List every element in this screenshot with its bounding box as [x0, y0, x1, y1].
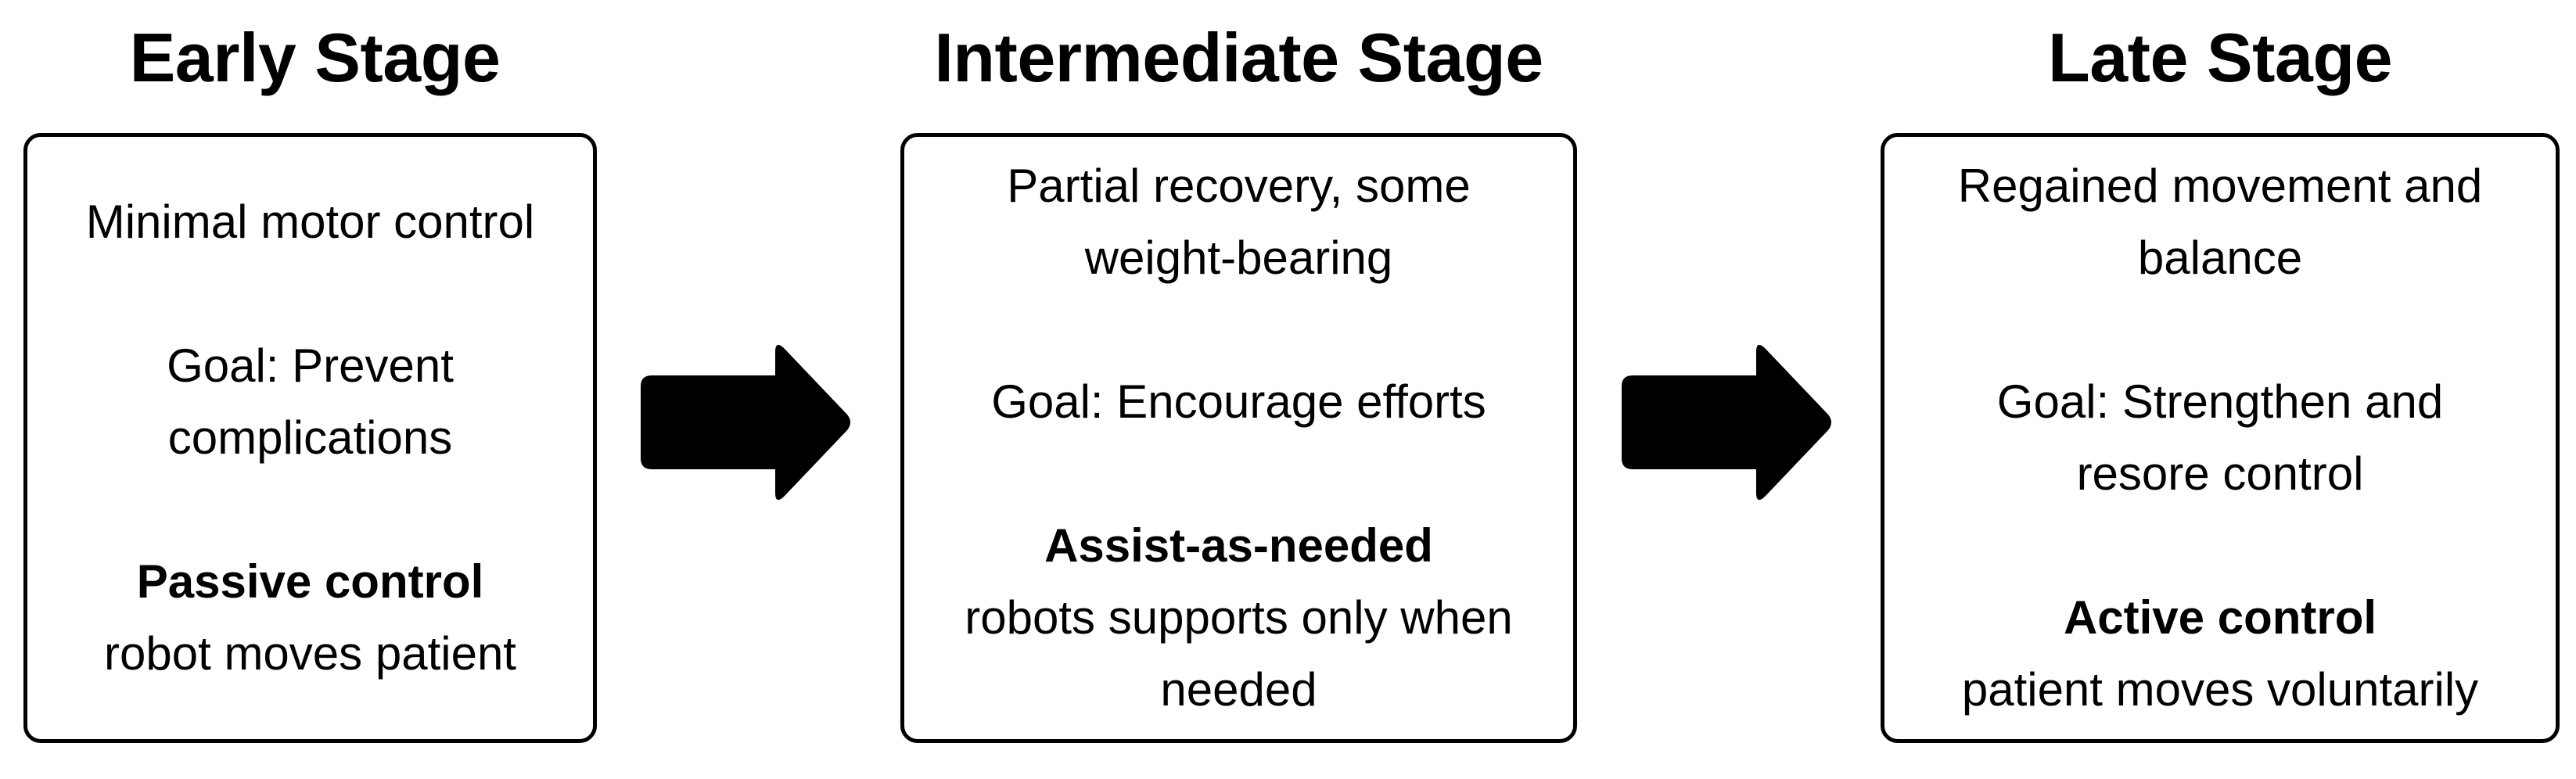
control-mode-title: Assist-as-needed: [1044, 519, 1433, 572]
control-mode-description: robot moves patient: [104, 627, 516, 680]
condition-line: weight-bearing: [1084, 232, 1393, 284]
goal-line: Goal: Strengthen and: [1996, 375, 2444, 428]
condition-line: Partial recovery, some: [1007, 160, 1471, 212]
condition-line: balance: [2137, 232, 2303, 284]
goal-line: Goal: Encourage efforts: [991, 375, 1486, 428]
right-arrow-icon: [641, 344, 850, 501]
control-mode-description: patient moves voluntarily: [1961, 663, 2479, 716]
stage-title-intermediate: Intermediate Stage: [934, 19, 1543, 96]
stage-box-intermediate: Partial recovery, some weight-bearing Go…: [900, 133, 1577, 743]
control-mode-title: Active control: [2063, 591, 2377, 644]
control-mode-title: Passive control: [136, 555, 484, 608]
stage-title-late: Late Stage: [2047, 19, 2393, 96]
control-mode-description: robots supports only when: [965, 591, 1513, 644]
goal-line: complications: [167, 411, 453, 464]
condition-line: Regained movement and: [1957, 160, 2483, 212]
condition-line: Minimal motor control: [85, 196, 535, 248]
stage-box-late: Regained movement and balance Goal: Stre…: [1881, 133, 2560, 743]
right-arrow-icon: [1622, 344, 1831, 501]
control-mode-description: needed: [1160, 663, 1317, 716]
stage-box-early: Minimal motor control Goal: Prevent comp…: [23, 133, 597, 743]
goal-line: Goal: Prevent: [167, 339, 454, 392]
stage-title-early: Early Stage: [129, 19, 501, 96]
goal-line: resore control: [2076, 447, 2364, 500]
